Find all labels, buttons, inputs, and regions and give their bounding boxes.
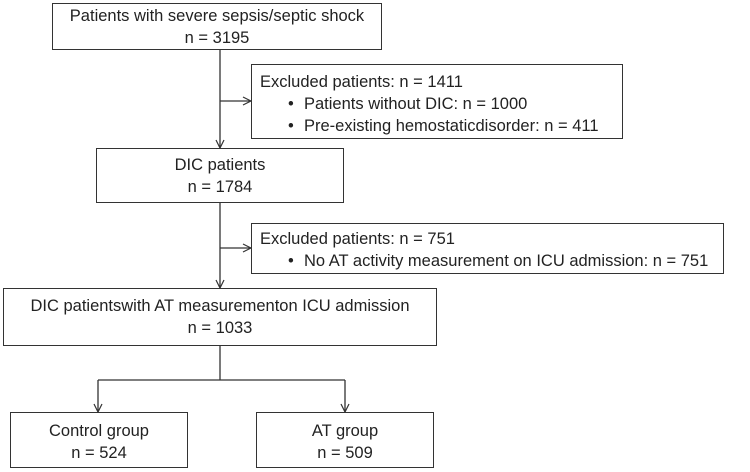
control-group-title: Control group <box>49 422 149 440</box>
bullet-icon: • <box>288 252 294 270</box>
at-measured-title: DIC patientswith AT measurementon ICU ad… <box>30 297 410 315</box>
exclusion2-box: Excluded patients: n = 751 •No AT activi… <box>251 223 724 274</box>
at-group-count: n = 509 <box>317 444 373 462</box>
exclusion1-title: Excluded patients: n = 1411 <box>260 73 463 91</box>
start-title: Patients with severe sepsis/septic shock <box>69 7 365 25</box>
start-count: n = 3195 <box>184 29 250 47</box>
dic-count: n = 1784 <box>187 178 253 196</box>
control-group-box: Control group n = 524 <box>10 412 188 468</box>
dic-title: DIC patients <box>174 156 266 174</box>
exclusion2-item: •No AT activity measurement on ICU admis… <box>288 252 709 270</box>
at-group-title: AT group <box>311 422 379 440</box>
at-measured-count: n = 1033 <box>187 319 253 337</box>
exclusion1-item: •Pre-existing hemostaticdisorder: n = 41… <box>288 117 599 135</box>
exclusion1-box: Excluded patients: n = 1411 •Patients wi… <box>251 64 623 139</box>
bullet-icon: • <box>288 117 294 135</box>
at-group-box: AT group n = 509 <box>256 412 434 468</box>
exclusion2-title: Excluded patients: n = 751 <box>260 230 455 248</box>
exclusion1-item: •Patients without DIC: n = 1000 <box>288 95 528 113</box>
dic-box: DIC patients n = 1784 <box>96 148 344 203</box>
at-measured-box: DIC patientswith AT measurementon ICU ad… <box>3 288 437 346</box>
start-box: Patients with severe sepsis/septic shock… <box>52 3 382 50</box>
control-group-count: n = 524 <box>71 444 127 462</box>
bullet-icon: • <box>288 95 294 113</box>
